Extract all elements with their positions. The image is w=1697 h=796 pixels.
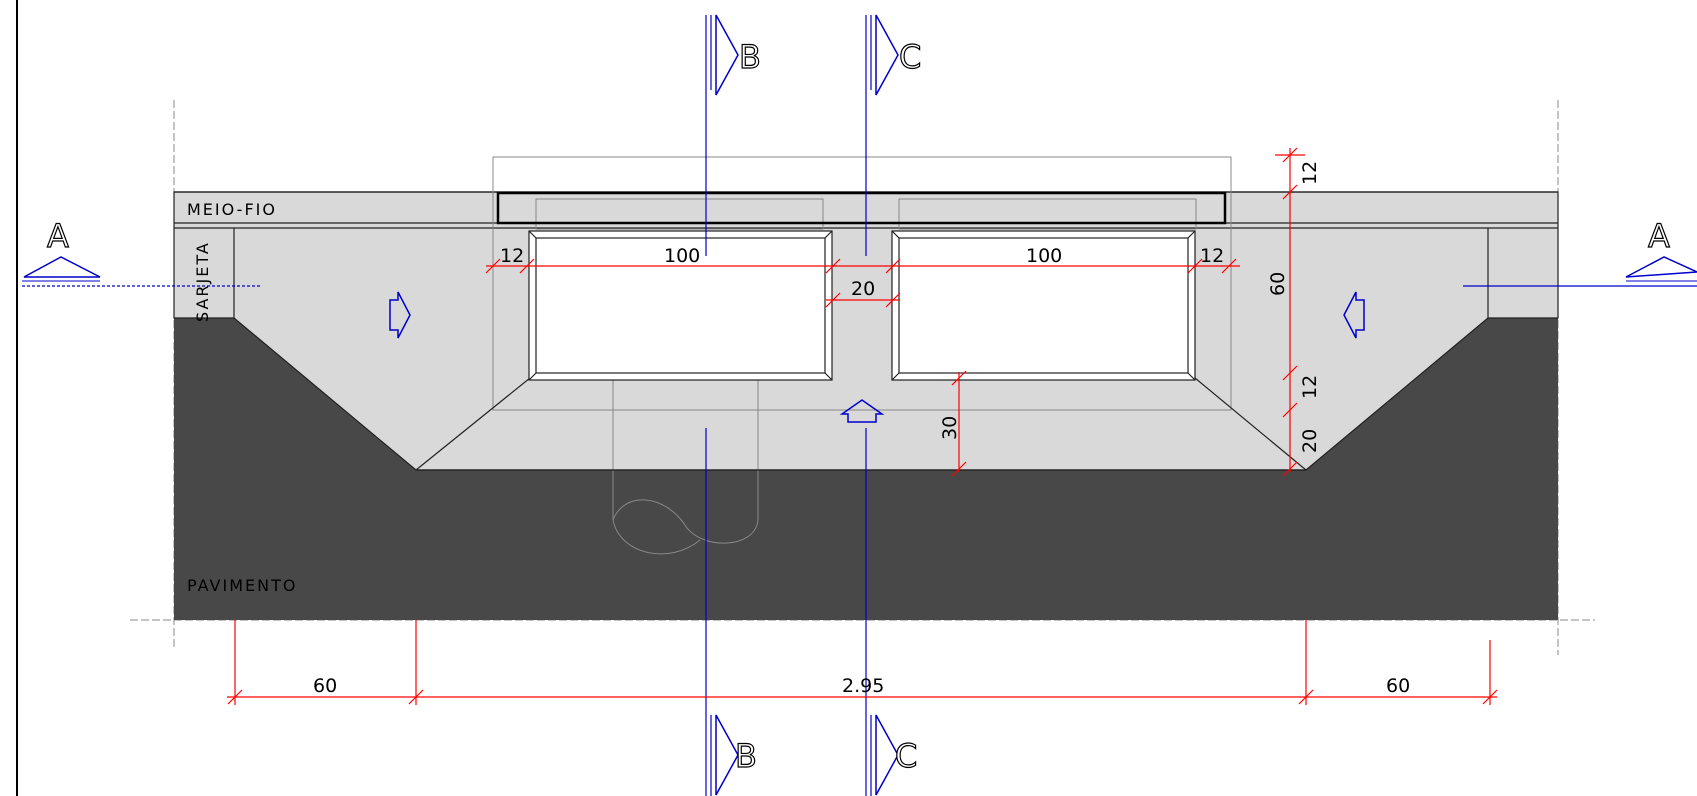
grate-right — [891, 230, 1196, 381]
dim-left-taper: 60 — [313, 675, 337, 697]
flow-arrow-up-icon — [839, 399, 885, 423]
dim-right-taper: 60 — [1386, 675, 1410, 697]
section-marker-b-top-icon — [715, 14, 739, 96]
pavement-label: PAVIMENTO — [187, 576, 297, 595]
dim-grate-left-width: 100 — [664, 245, 700, 267]
basin-lines — [415, 377, 1307, 471]
section-marker-c-bottom-icon — [875, 714, 899, 796]
curb-bar — [496, 191, 1227, 225]
dimension-lines — [227, 147, 1498, 705]
section-marker-b-bottom-icon — [715, 714, 739, 796]
section-c-bottom-label: C — [895, 737, 917, 775]
curb-label: MEIO-FIO — [187, 200, 277, 219]
dim-bottom-offset: 20 — [1299, 429, 1321, 453]
dim-right-frame: 12 — [1200, 245, 1224, 267]
frame-outlines — [492, 156, 1232, 555]
dim-total-width: 2.95 — [842, 675, 884, 697]
section-c-top-label: C — [899, 38, 921, 76]
section-a-right-label: A — [1648, 217, 1670, 255]
dim-basin-depth: 30 — [939, 416, 961, 440]
dim-grate-right-width: 100 — [1026, 245, 1062, 267]
section-a-left-label: A — [47, 217, 69, 255]
section-line-c — [865, 14, 899, 796]
dim-top-frame: 12 — [1299, 161, 1321, 185]
flow-arrows — [389, 291, 1365, 423]
section-marker-a-right-icon — [1625, 256, 1697, 278]
section-b-top-label: B — [739, 38, 761, 76]
dim-left-frame: 12 — [500, 245, 524, 267]
section-line-b — [705, 14, 739, 796]
gutter-label: SARJETA — [193, 241, 212, 322]
dim-total-height: 60 — [1267, 272, 1289, 296]
section-marker-a-left-icon — [23, 256, 101, 278]
dim-gap-between: 20 — [851, 278, 875, 300]
section-marker-c-top-icon — [875, 14, 899, 96]
dim-bottom-frame: 12 — [1299, 375, 1321, 399]
flow-arrow-left-icon — [1343, 291, 1365, 339]
grate-left — [528, 230, 833, 381]
flow-arrow-right-icon — [389, 291, 411, 339]
section-b-bottom-label: B — [735, 737, 757, 775]
section-line-a — [22, 256, 1697, 287]
